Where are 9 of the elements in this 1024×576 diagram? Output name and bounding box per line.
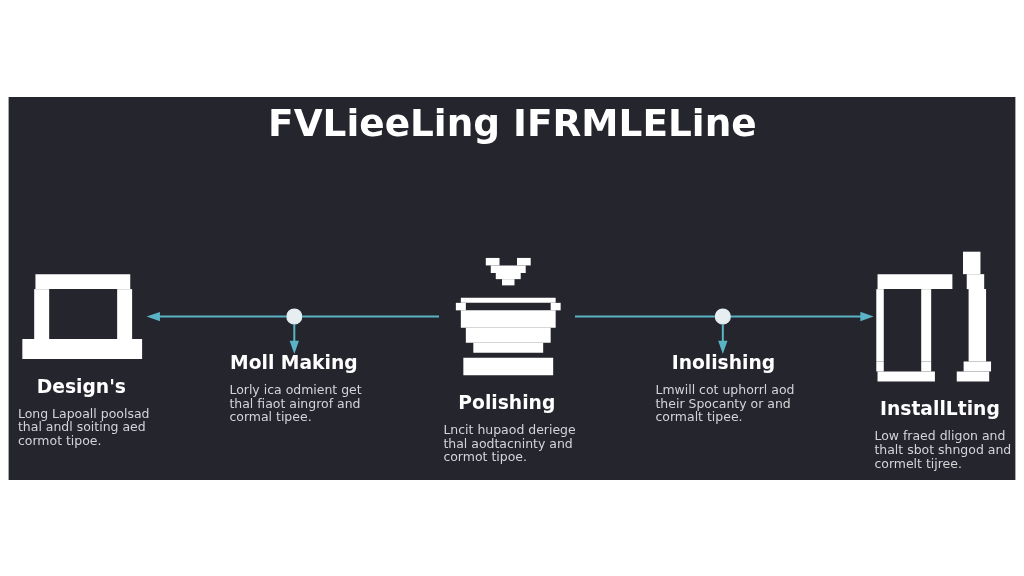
node-label: Design's (36, 375, 127, 397)
node-label: Polishing (458, 391, 556, 413)
diagram-title: FVLieeLing IFRMLELine (268, 100, 757, 145)
node-label: Long Lapoall poolsad thal andl soiting aed cormot tipoe. (17, 405, 150, 448)
node-label: Lncit hupaod deriege thal aodtacninty and cormot tipoe. (443, 421, 576, 464)
node-text: Moll Making Lorly ica odmient get thal fiaot aingrof and cormal tipee. (229, 351, 362, 424)
node-label: InstallLting (880, 397, 1000, 419)
node-text: Inolishing Lmwill cot uphorrl aod their Spocanty or and cormalt tipee. (655, 351, 795, 424)
node-label: Low fraed dligon and thalt sbot shngod and cormelt tijree. (874, 427, 1012, 471)
